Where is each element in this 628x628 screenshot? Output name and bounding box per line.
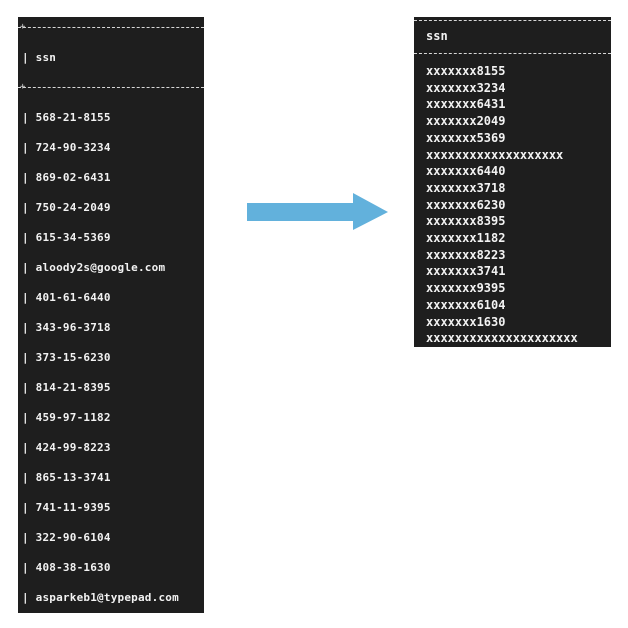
table-corner: +: [20, 22, 26, 32]
table-row: xxxxxxxxxxxxxxxxxxx: [426, 147, 564, 162]
table-row: xxxxxxx8395: [426, 214, 506, 229]
table-row: | 741-11-9395: [22, 501, 111, 514]
masked-rows: xxxxxxx8155 xxxxxxx3234 xxxxxxx6431 xxxxxxx…: [426, 63, 578, 347]
table-row: | 750-24-2049: [22, 201, 111, 214]
table-header-separator: [414, 53, 611, 54]
table-row: | aloody2s@google.com: [22, 261, 166, 274]
table-row: | 869-02-6431: [22, 171, 111, 184]
table-row: xxxxxxx8223: [426, 247, 506, 262]
table-row: | 322-90-6104: [22, 531, 111, 544]
column-header-ssn: | ssn: [22, 51, 57, 64]
original-ssn-table: + | ssn + | 568-21-8155 | 724-90-3234 | 86…: [18, 17, 204, 613]
table-border-top: [414, 20, 611, 21]
table-row: xxxxxxx9395: [426, 281, 506, 296]
table-row: xxxxxxx1630: [426, 314, 506, 329]
arrow-right-icon: [247, 193, 388, 230]
table-row: | 401-61-6440: [22, 291, 111, 304]
table-corner: +: [20, 82, 26, 92]
table-row: xxxxxxx6440: [426, 164, 506, 179]
table-row: xxxxxxx6230: [426, 197, 506, 212]
table-row: xxxxxxx6104: [426, 297, 506, 312]
table-row: | 459-97-1182: [22, 411, 111, 424]
table-row: xxxxxxx6431: [426, 97, 506, 112]
table-row: xxxxxxx8155: [426, 64, 506, 78]
table-row: xxxxxxx2049: [426, 114, 506, 129]
table-row: | 568-21-8155: [22, 111, 111, 124]
table-row: | 408-38-1630: [22, 561, 111, 574]
table-row: | 343-96-3718: [22, 321, 111, 334]
table-row: | 814-21-8395: [22, 381, 111, 394]
table-row: xxxxxxx3234: [426, 80, 506, 95]
column-header-ssn: ssn: [426, 29, 448, 43]
table-row: xxxxxxxxxxxxxxxxxxxxx: [426, 331, 578, 346]
table-row: xxxxxxx3741: [426, 264, 506, 279]
table-row: | 724-90-3234: [22, 141, 111, 154]
table-row: | 615-34-5369: [22, 231, 111, 244]
table-row: xxxxxxx3718: [426, 180, 506, 195]
table-row: xxxxxxx1182: [426, 231, 506, 246]
table-row: | 424-99-8223: [22, 441, 111, 454]
table-header-separator: [18, 87, 204, 88]
table-border-top: [18, 27, 204, 28]
table-row: xxxxxxx5369: [426, 130, 506, 145]
table-row: | asparkeb1@typepad.com: [22, 591, 179, 604]
table-row: | 373-15-6230: [22, 351, 111, 364]
table-row: | 865-13-3741: [22, 471, 111, 484]
